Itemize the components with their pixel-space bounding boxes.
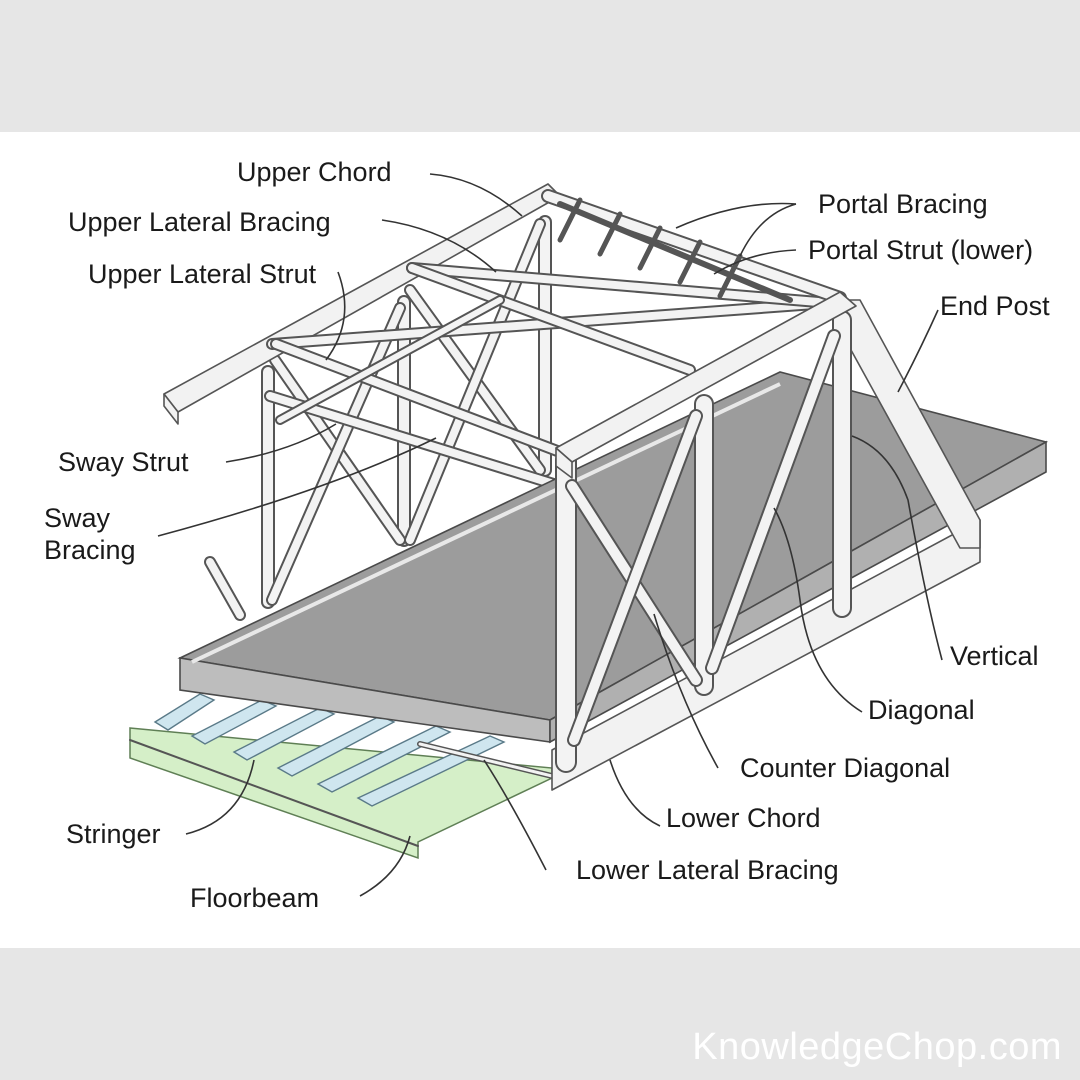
label-floorbeam: Floorbeam (190, 883, 320, 913)
label-upper-chord: Upper Chord (237, 157, 392, 187)
label-portal-bracing: Portal Bracing (818, 189, 988, 219)
label-upper-lateral-strut: Upper Lateral Strut (88, 259, 317, 289)
floor-system (129, 693, 555, 860)
floorbeam-web (129, 739, 419, 847)
label-diagonal: Diagonal (868, 695, 975, 725)
label-lower-chord: Lower Chord (666, 803, 821, 833)
leader-lines (157, 173, 943, 897)
label-vertical: Vertical (950, 641, 1039, 671)
near-truss (551, 291, 981, 791)
label-end-post: End Post (940, 291, 1050, 321)
stringers (153, 693, 506, 807)
label-portal-strut-lower: Portal Strut (lower) (808, 235, 1034, 265)
watermark-text: KnowledgeChop.com (692, 1026, 1062, 1068)
upper-lateral-bracing-members (266, 189, 848, 458)
label-lower-lateral-bracing: Lower Lateral Bracing (576, 855, 839, 885)
label-stringer: Stringer (66, 819, 161, 849)
sway-members (264, 295, 566, 492)
label-sway-strut: Sway Strut (58, 447, 189, 477)
label-counter-diagonal: Counter Diagonal (740, 753, 951, 783)
label-upper-lateral-bracing: Upper Lateral Bracing (68, 207, 331, 237)
label-sway-bracing: Sway Bracing (44, 503, 136, 566)
